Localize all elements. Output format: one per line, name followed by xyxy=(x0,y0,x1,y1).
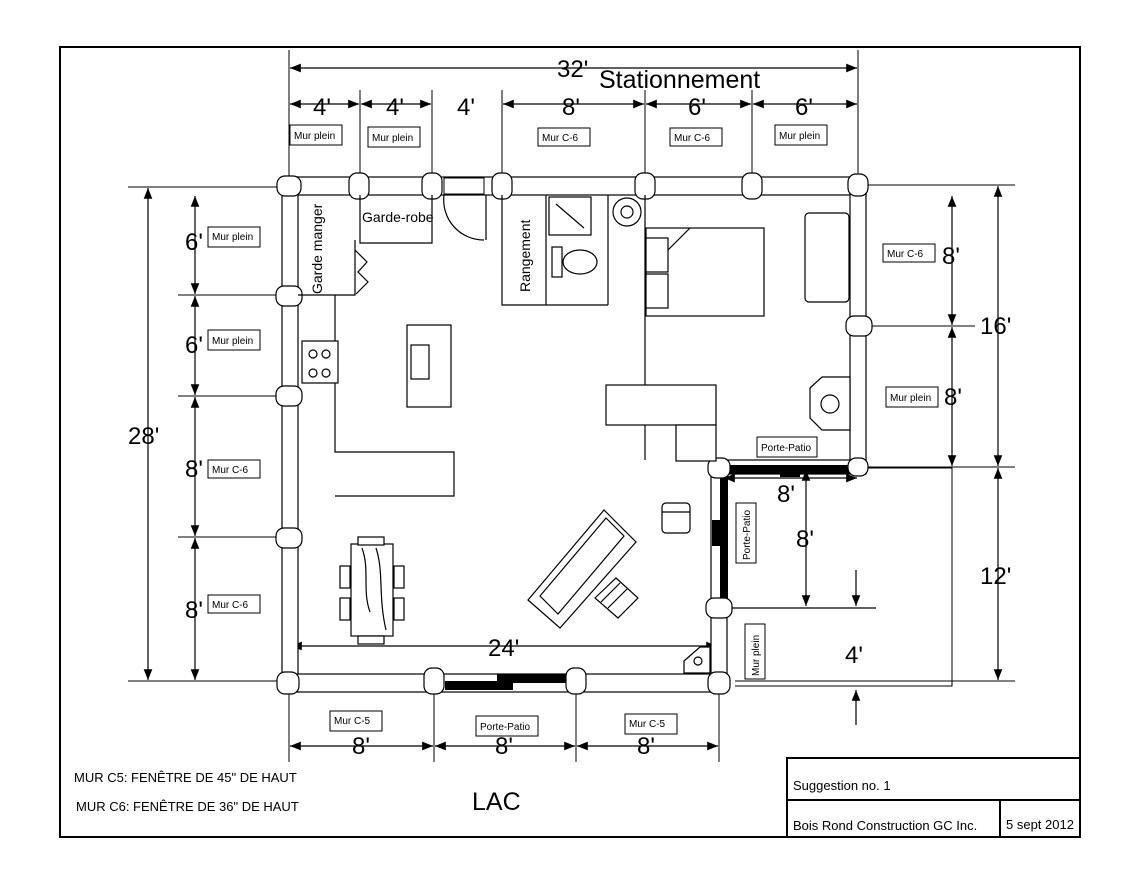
patio-door-segments xyxy=(445,465,849,690)
wall-label: Mur plein xyxy=(294,131,335,142)
bottom-dim-2: 8' xyxy=(495,733,513,760)
wall-label-boxes xyxy=(207,124,939,737)
storage-label: Rangement xyxy=(517,220,533,292)
deck-width-dim: 8' xyxy=(777,481,795,508)
top-dim-5: 6' xyxy=(688,94,706,121)
extension-lines xyxy=(128,50,1015,762)
suggestion-text: Suggestion no. 1 xyxy=(793,778,891,793)
top-dim-4: 8' xyxy=(562,94,580,121)
wall-label: Mur plein xyxy=(751,635,762,676)
left-dim-2: 6' xyxy=(185,332,203,359)
wall-label: Mur C-5 xyxy=(629,719,666,730)
wall-label: Mur C-6 xyxy=(887,249,924,260)
top-dim-2: 4' xyxy=(386,94,404,121)
wall-label: Mur plein xyxy=(212,232,253,243)
note-c5: MUR C5: FENÊTRE DE 45" DE HAUT xyxy=(74,770,297,785)
top-dim-6: 6' xyxy=(795,94,813,121)
note-c6: MUR C6: FENÊTRE DE 36" DE HAUT xyxy=(76,799,299,814)
wall-label: Mur plein xyxy=(779,131,820,142)
company-text: Bois Rond Construction GC Inc. xyxy=(793,818,977,833)
closet-label: Garde-robe xyxy=(362,209,434,225)
right-dim-2: 8' xyxy=(944,384,962,411)
pantry-label: Garde manger xyxy=(309,203,325,294)
entry-door-opening xyxy=(443,177,485,195)
patio-door-label: Porte-Patio xyxy=(480,722,530,733)
left-total-dim: 28' xyxy=(128,423,159,450)
title-block xyxy=(786,757,1081,838)
interior-walls xyxy=(298,194,646,497)
wall-label: Mur C-5 xyxy=(334,716,371,727)
bottom-dim-3: 8' xyxy=(637,733,655,760)
wall-label: Mur C-6 xyxy=(212,465,249,476)
bottom-dim-1: 8' xyxy=(352,733,370,760)
patio-door-label: Porte-Patio xyxy=(742,510,753,560)
wall-label: Mur C-6 xyxy=(674,133,711,144)
inner-width-dim: 24' xyxy=(488,635,519,662)
wall-label: Mur plein xyxy=(372,133,413,144)
top-total-dim: 32' xyxy=(557,56,588,83)
date-text: 5 sept 2012 xyxy=(1006,817,1074,832)
left-dim-3: 8' xyxy=(185,456,203,483)
fixtures xyxy=(301,196,851,674)
lake-label: LAC xyxy=(472,788,521,816)
deck-small-dim: 4' xyxy=(845,642,863,669)
patio-door-label: Porte-Patio xyxy=(761,443,811,454)
log-joints xyxy=(275,172,873,695)
right-total-dim: 16' xyxy=(980,313,1011,340)
left-dim-4: 8' xyxy=(185,597,203,624)
wall-label: Mur plein xyxy=(890,393,931,404)
sheet-border xyxy=(59,46,1081,838)
deck-right-dim: 12' xyxy=(980,563,1011,590)
top-dim-3: 4' xyxy=(457,94,475,121)
parking-label: Stationnement xyxy=(599,66,760,94)
wall-label: Mur C-6 xyxy=(212,600,249,611)
right-dim-1: 8' xyxy=(942,243,960,270)
top-dim-1: 4' xyxy=(313,94,331,121)
left-dim-1: 6' xyxy=(185,229,203,256)
wall-label: Mur plein xyxy=(212,336,253,347)
wall-label: Mur C-6 xyxy=(542,133,579,144)
dimension-lines xyxy=(143,63,1003,751)
deck-depth-dim: 8' xyxy=(796,526,814,553)
